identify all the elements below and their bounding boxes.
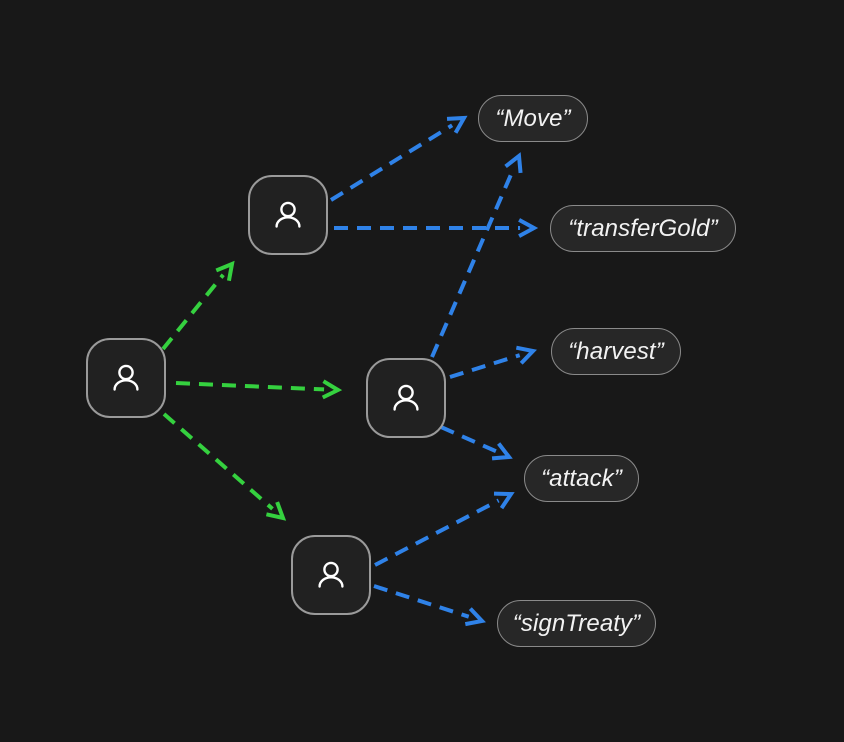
edge-root-to-middle bbox=[175, 381, 325, 392]
agent-node-root[interactable] bbox=[86, 338, 166, 418]
action-label: “attack” bbox=[541, 464, 622, 492]
edge-top-to-move-arrowhead bbox=[446, 115, 468, 134]
action-pill-attack[interactable]: “attack” bbox=[524, 455, 639, 502]
edge-middle-to-attack bbox=[440, 425, 498, 454]
edge-root-to-middle-arrowhead bbox=[321, 379, 343, 400]
person-icon bbox=[386, 378, 426, 418]
action-pill-move[interactable]: “Move” bbox=[478, 95, 588, 142]
edge-root-to-bottom bbox=[162, 412, 274, 511]
agent-node-top[interactable] bbox=[248, 175, 328, 255]
action-label: “Move” bbox=[495, 104, 571, 132]
agent-node-middle[interactable] bbox=[366, 358, 446, 438]
edge-root-to-top bbox=[161, 273, 225, 351]
person-icon bbox=[106, 358, 146, 398]
edge-bottom-to-signtreaty bbox=[373, 584, 470, 619]
edge-root-to-top-arrowhead bbox=[215, 260, 235, 282]
edge-top-to-move bbox=[329, 123, 454, 202]
action-pill-signtreaty[interactable]: “signTreaty” bbox=[497, 600, 656, 647]
edge-bottom-to-attack-arrowhead bbox=[493, 491, 515, 510]
person-icon bbox=[268, 195, 308, 235]
action-pill-transfergold[interactable]: “transferGold” bbox=[550, 205, 736, 252]
edge-root-to-bottom-arrowhead bbox=[265, 501, 287, 521]
edge-top-to-transfergold-arrowhead bbox=[518, 218, 539, 238]
edge-middle-to-move-up-arrowhead bbox=[504, 152, 523, 174]
edge-bottom-to-attack bbox=[374, 498, 500, 567]
action-pill-harvest[interactable]: “harvest” bbox=[551, 328, 681, 375]
edge-middle-to-attack-arrowhead bbox=[491, 442, 513, 461]
action-label: “transferGold” bbox=[568, 214, 718, 242]
action-label: “signTreaty” bbox=[512, 609, 641, 637]
person-icon bbox=[311, 555, 351, 595]
action-label: “harvest” bbox=[568, 337, 664, 365]
edge-middle-to-harvest-arrowhead bbox=[515, 345, 537, 365]
edge-middle-to-move-up bbox=[430, 167, 516, 358]
agent-node-bottom[interactable] bbox=[291, 535, 371, 615]
edge-bottom-to-signtreaty-arrowhead bbox=[464, 607, 486, 627]
edge-middle-to-harvest bbox=[449, 353, 521, 379]
